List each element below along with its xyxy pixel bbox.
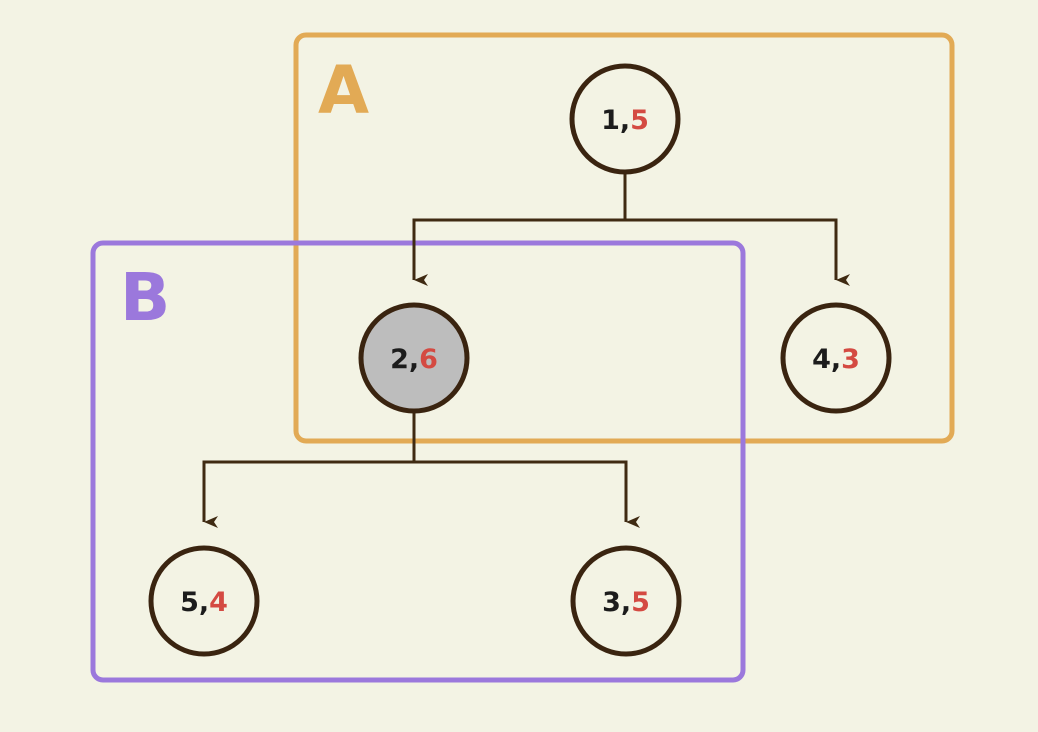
node-1-5-first: 1 [601,105,620,136]
edge-1-5-to-4-3 [625,218,850,286]
node-3-5-first: 3 [602,587,621,618]
node-4-3-first: 4 [812,344,831,375]
node-4-3: 4,3 [780,302,892,414]
node-2-6-first: 2 [390,344,409,375]
edge-2-6-to-3-5 [414,460,640,528]
node-2-6-sep: , [409,344,419,375]
edge-1-5-to-2-6 [412,174,627,286]
node-3-5-sep: , [621,587,631,618]
node-2-6: 2,6 [358,302,470,414]
svg-text:3,5: 3,5 [602,587,650,618]
node-5-4-second: 4 [209,587,228,618]
node-1-5: 1,5 [569,63,681,175]
group-a-label: A [318,52,369,129]
group-a-box [293,32,955,444]
node-1-5-second: 5 [630,105,649,136]
node-5-4-first: 5 [180,587,199,618]
edge-2-6-to-5-4 [202,413,416,528]
node-5-4: 5,4 [148,545,260,657]
svg-text:1,5: 1,5 [601,105,649,136]
node-2-6-second: 6 [419,344,438,375]
node-3-5: 3,5 [570,545,682,657]
node-5-4-sep: , [199,587,209,618]
svg-text:2,6: 2,6 [390,344,438,375]
svg-text:5,4: 5,4 [180,587,228,618]
group-b-label: B [120,259,170,336]
node-4-3-second: 3 [841,344,860,375]
node-4-3-sep: , [831,344,841,375]
node-1-5-sep: , [620,105,630,136]
svg-text:4,3: 4,3 [812,344,860,375]
group-b-box [90,240,746,683]
node-3-5-second: 5 [631,587,650,618]
